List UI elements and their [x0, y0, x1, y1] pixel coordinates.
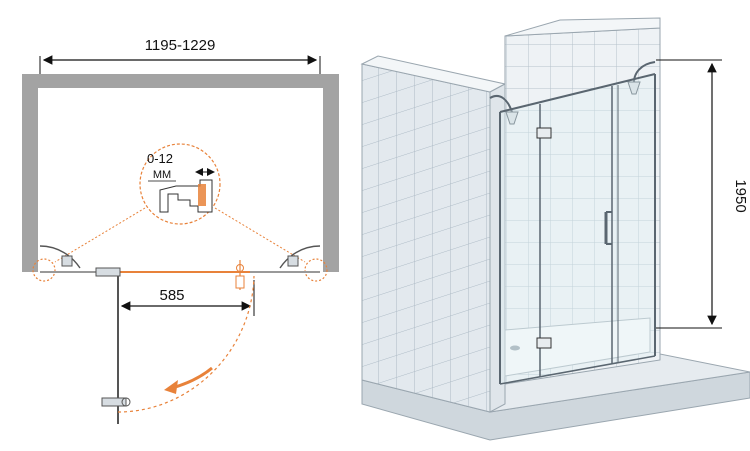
leader-right	[214, 207, 306, 263]
shower-tray	[504, 317, 651, 377]
back-wall-top	[504, 17, 661, 37]
perspective-view: 1950	[360, 17, 750, 441]
door-open-knob	[121, 397, 131, 407]
height-label: 1950	[732, 179, 749, 212]
right-shower-head-icon	[627, 81, 641, 95]
top-hinge	[536, 127, 552, 139]
door-handle	[235, 275, 245, 289]
glass-bottom-edge	[499, 355, 656, 385]
left-wall-edge	[489, 83, 506, 413]
swing-arrowhead	[164, 380, 178, 394]
bottom-hinge	[536, 337, 552, 349]
glass-fill	[500, 74, 655, 384]
unit-label: MM	[153, 169, 171, 181]
adjust-label: 0-12	[147, 151, 173, 166]
door-open-handle	[101, 397, 127, 407]
left-hinge-block	[61, 255, 73, 267]
right-wall	[323, 74, 339, 272]
right-wall-bracket	[279, 245, 321, 269]
profile-adjust-zone	[198, 184, 206, 206]
glass-top-frame	[499, 73, 656, 113]
back-wall	[22, 74, 339, 88]
right-detail-circle	[304, 258, 328, 282]
left-wall	[22, 74, 38, 272]
right-hinge-block	[287, 255, 299, 267]
left-wall-bracket	[39, 245, 81, 269]
plan-view: 1195-1229 0-12 MM 585	[22, 37, 339, 424]
left-shower-head-icon	[505, 111, 519, 125]
door-swing-arc	[117, 275, 255, 413]
door-hinge	[95, 267, 121, 277]
glass-enclosure	[499, 73, 656, 385]
left-tiled-wall	[361, 63, 491, 413]
left-detail-circle	[32, 258, 56, 282]
leader-left	[54, 207, 146, 263]
width-label: 1195-1229	[145, 37, 216, 54]
opening-label: 585	[159, 287, 184, 304]
tray-drain	[510, 345, 520, 351]
